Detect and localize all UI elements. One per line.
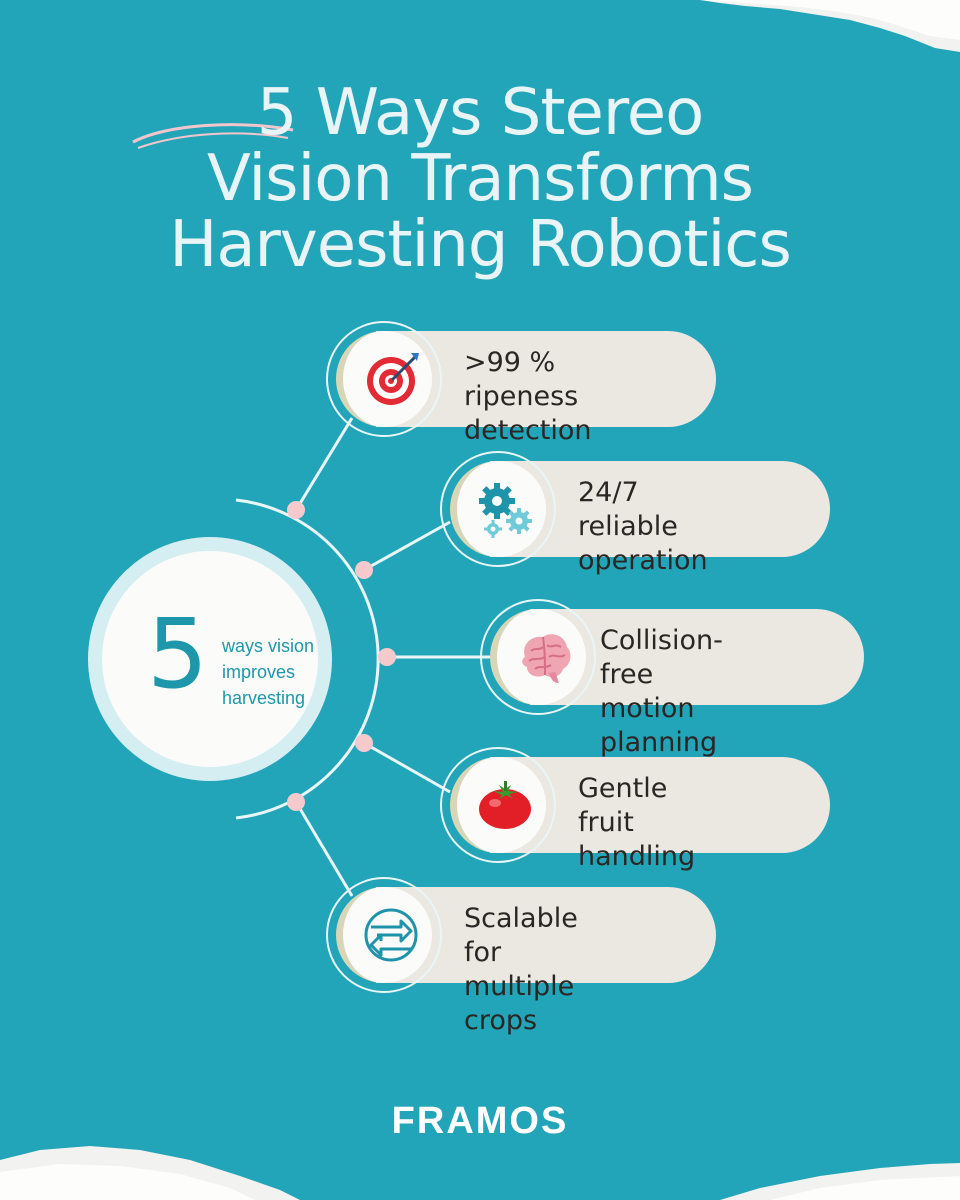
item-ring <box>326 877 442 993</box>
title-line-3: Harvesting Robotics <box>169 208 792 282</box>
item-label: Gentle fruit handling <box>578 772 695 874</box>
hub-caption: ways vision improves harvesting <box>222 636 315 708</box>
item-label-line-2: handling <box>578 841 696 872</box>
connector-node-3 <box>378 648 396 666</box>
brand-logo: FRAMOS <box>391 1100 569 1142</box>
item-label-line-2: operation <box>578 545 708 576</box>
item-icon-disc <box>490 609 586 705</box>
connector-node-2 <box>355 561 373 579</box>
item-icon-disc <box>336 887 432 983</box>
gears-icon <box>479 483 532 538</box>
item-label: 24/7 reliable operation <box>578 476 708 578</box>
hub-circle: 5 ways vision improves harvesting <box>88 537 332 781</box>
item-label-line-1: Gentle fruit <box>578 773 668 838</box>
item-ring <box>440 451 556 567</box>
hub-number: 5 <box>147 598 209 710</box>
title-line-2: Vision Transforms <box>206 142 754 216</box>
connector-line-5 <box>294 801 354 897</box>
item-ring <box>440 747 556 863</box>
title-line-1: 5 Ways Stereo <box>256 76 705 150</box>
hub-inner: 5 ways vision improves harvesting <box>102 551 318 767</box>
item-label-line-1: 24/7 reliable <box>578 477 678 542</box>
item-label-line-1: Scalable for <box>464 903 578 968</box>
item-label: Collision-free motion planning <box>600 624 723 760</box>
hub-arc-outer <box>235 498 380 820</box>
target-icon <box>367 353 419 405</box>
connector-line-1 <box>294 417 354 511</box>
brain-icon <box>522 634 571 683</box>
item-ring <box>326 321 442 437</box>
item-ring <box>480 599 596 715</box>
connector-node-1 <box>287 501 305 519</box>
item-label: Scalable for multiple crops <box>464 902 578 1038</box>
item-label-line-1: Collision-free <box>600 625 723 690</box>
item-label-line-1: >99 % ripeness <box>464 347 579 412</box>
connector-line-4 <box>363 741 451 794</box>
page-title: 5 Ways Stereo Vision Transforms Harvesti… <box>0 80 960 278</box>
item-icon-disc <box>450 461 546 557</box>
item-icon-disc <box>336 331 432 427</box>
title-swoosh <box>132 123 294 149</box>
connector-line-2 <box>363 520 451 572</box>
item-label-line-2: multiple crops <box>464 971 575 1036</box>
item-label: >99 % ripeness detection <box>464 346 592 448</box>
tomato-icon <box>479 781 531 829</box>
item-label-line-2: detection <box>464 415 592 446</box>
connector-node-5 <box>287 793 305 811</box>
scale-arrows-icon <box>364 908 418 962</box>
item-icon-disc <box>450 757 546 853</box>
item-label-line-2: motion planning <box>600 693 718 758</box>
connector-node-4 <box>355 734 373 752</box>
